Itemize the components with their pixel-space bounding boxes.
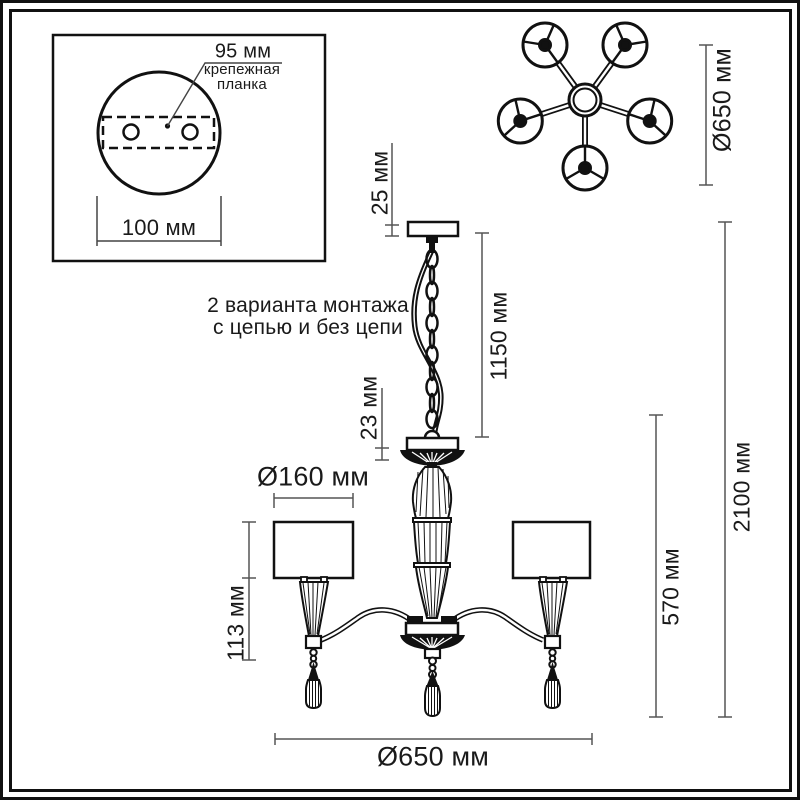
inset-plate-name-line1: крепежная <box>203 61 281 78</box>
total-height-label: 2100 мм <box>728 441 755 533</box>
left-socket <box>304 634 323 650</box>
mounting-note-line1: 2 варианта монтажа <box>207 294 409 317</box>
left-shade <box>272 520 355 580</box>
topview-diameter-label: Ø650 мм <box>708 48 737 152</box>
dim-suspension-length <box>475 232 489 438</box>
right-lamp <box>511 520 592 710</box>
canopy-base-circle <box>96 70 222 196</box>
shade-top-left <box>521 21 569 69</box>
arm-mount-right <box>441 616 457 623</box>
mounting-bracket-dashed <box>101 115 216 150</box>
fixture-height-label: 570 мм <box>657 548 684 626</box>
hub-bowl <box>400 635 465 650</box>
canopy-height-label: 25 мм <box>366 150 393 216</box>
ceiling-canopy <box>406 220 460 238</box>
dim-shade-diameter <box>273 493 354 508</box>
dim-fixture-height <box>649 414 663 718</box>
canopy-connector <box>426 236 438 243</box>
arm-mount-left <box>407 616 423 623</box>
front-view <box>272 220 592 718</box>
central-baluster <box>411 466 453 619</box>
dim-bowl-height <box>375 388 389 461</box>
shade-left <box>496 97 544 145</box>
shade-unit-height-label: 113 мм <box>222 585 249 661</box>
mounting-note-line2: с цепью и без цепи <box>213 316 403 339</box>
center-tassel <box>424 671 441 718</box>
arms <box>319 607 545 643</box>
inset-plate-width-label: 95 мм <box>214 40 272 63</box>
shade-bottom <box>561 144 609 192</box>
mounting-note: 2 варианта монтажа с цепью и без цепи <box>207 295 409 339</box>
leader-line <box>166 62 282 127</box>
hub-plate <box>404 621 460 637</box>
inset-plate-name-label: крепежная планка <box>204 62 280 92</box>
suspension-chain <box>425 248 439 430</box>
inset-plate-name-line2: планка <box>217 76 267 93</box>
inset-holes-spacing-label: 100 мм <box>121 215 197 240</box>
dim-total-height <box>718 221 732 718</box>
top-view <box>496 21 674 192</box>
top-view-shades <box>496 21 674 192</box>
inset-dimension-100 <box>96 196 222 246</box>
mounting-plate-inset <box>51 33 327 263</box>
dim-total-diameter <box>274 733 593 745</box>
shade-diameter-label: Ø160 мм <box>256 461 370 492</box>
left-lamp <box>272 520 355 710</box>
upper-bowl-plate <box>405 436 460 452</box>
upper-neck <box>427 462 437 468</box>
shade-top-right <box>601 21 649 69</box>
dimension-lines <box>242 44 732 745</box>
mounting-hole-right <box>181 123 199 141</box>
dim-canopy-height <box>385 143 399 237</box>
dim-topview-diameter <box>699 44 713 186</box>
bowl-height-label: 23 мм <box>355 375 382 441</box>
shade-right <box>626 97 674 145</box>
suspension-length-label: 1150 мм <box>485 291 512 381</box>
right-shade <box>511 520 592 580</box>
canopy-connector-stem <box>429 243 435 253</box>
right-socket <box>543 634 562 650</box>
dim-shade-unit-height <box>242 521 256 661</box>
mounting-hole-left <box>122 123 140 141</box>
total-diameter-label: Ø650 мм <box>376 741 490 772</box>
top-view-hub-inner <box>572 87 598 113</box>
top-view-arms <box>538 59 632 148</box>
suspension-cord <box>411 250 444 433</box>
